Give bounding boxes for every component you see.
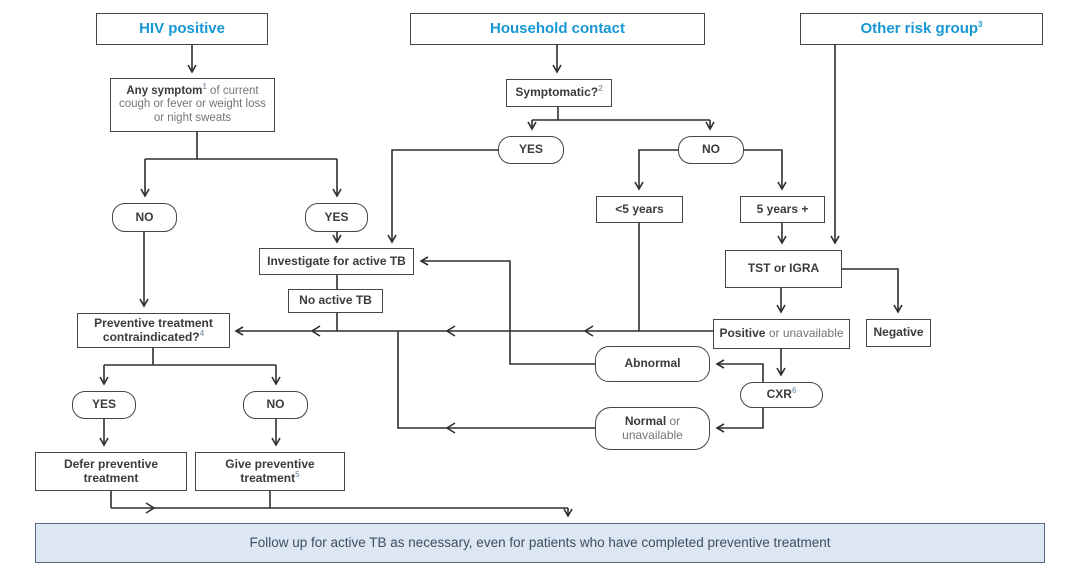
node-investigate-active-tb: Investigate for active TB	[259, 248, 414, 275]
header-hiv-positive-label: HIV positive	[139, 20, 225, 38]
node-5-years-plus-label: 5 years +	[756, 201, 809, 216]
node-normal-or-unavailable: Normal or unavailable	[595, 407, 710, 450]
footnote-2: 2	[598, 84, 603, 94]
node-normal-label: Normal or unavailable	[622, 413, 683, 442]
footnote-5: 5	[295, 469, 300, 479]
header-other-risk-group-label: Other risk group3	[860, 20, 983, 38]
node-no-contraindicated: NO	[243, 391, 308, 419]
node-symptomatic-label: Symptomatic?2	[515, 84, 603, 100]
node-positive-or-unavailable: Positive or unavailable	[713, 319, 850, 349]
node-no-symptom-hiv: NO	[112, 203, 177, 232]
yes-label: YES	[324, 209, 349, 224]
follow-up-banner-label: Follow up for active TB as necessary, ev…	[249, 535, 831, 551]
no-label: NO	[135, 209, 154, 224]
node-investigate-active-tb-label: Investigate for active TB	[267, 253, 406, 268]
follow-up-banner: Follow up for active TB as necessary, ev…	[35, 523, 1045, 563]
no-label: NO	[266, 397, 285, 412]
node-cxr: CXR6	[740, 382, 823, 408]
header-household-contact-label: Household contact	[489, 20, 625, 38]
header-hiv-positive: HIV positive	[96, 13, 268, 45]
node-no-active-tb-label: No active TB	[299, 293, 372, 308]
header-household-contact: Household contact	[410, 13, 705, 45]
node-abnormal: Abnormal	[595, 346, 710, 382]
footnote-3: 3	[978, 20, 983, 30]
node-negative-label: Negative	[873, 325, 924, 340]
node-give-label: Give preventive treatment5	[225, 456, 315, 485]
node-defer-preventive-treatment: Defer preventive treatment	[35, 452, 187, 491]
node-any-symptom: Any symptom1 of current cough or fever o…	[110, 78, 275, 132]
footnote-4: 4	[199, 328, 205, 338]
node-yes-symptomatic: YES	[498, 136, 564, 164]
node-under-5-years-label: <5 years	[615, 201, 664, 216]
node-give-preventive-treatment: Give preventive treatment5	[195, 452, 345, 491]
node-5-years-plus: 5 years +	[740, 196, 825, 223]
node-negative: Negative	[866, 319, 931, 347]
header-other-risk-group: Other risk group3	[800, 13, 1043, 45]
node-positive-label: Positive or unavailable	[719, 326, 844, 341]
yes-label: YES	[91, 397, 116, 412]
node-symptomatic: Symptomatic?2	[506, 79, 612, 107]
node-defer-label: Defer preventive treatment	[63, 456, 159, 485]
node-yes-symptom-hiv: YES	[305, 203, 368, 232]
node-tst-or-igra: TST or IGRA	[725, 250, 842, 288]
yes-label: YES	[518, 142, 543, 157]
node-any-symptom-label: Any symptom1 of current cough or fever o…	[118, 82, 267, 124]
node-no-active-tb: No active TB	[288, 289, 383, 313]
footnote-1: 1	[202, 82, 207, 92]
node-cxr-label: CXR6	[766, 386, 797, 402]
node-tst-or-igra-label: TST or IGRA	[747, 261, 820, 276]
node-abnormal-label: Abnormal	[624, 356, 681, 371]
no-label: NO	[702, 142, 720, 157]
node-under-5-years: <5 years	[596, 196, 683, 223]
node-yes-contraindicated: YES	[72, 391, 136, 419]
node-no-symptomatic: NO	[678, 136, 744, 164]
footnote-6: 6	[791, 386, 797, 396]
